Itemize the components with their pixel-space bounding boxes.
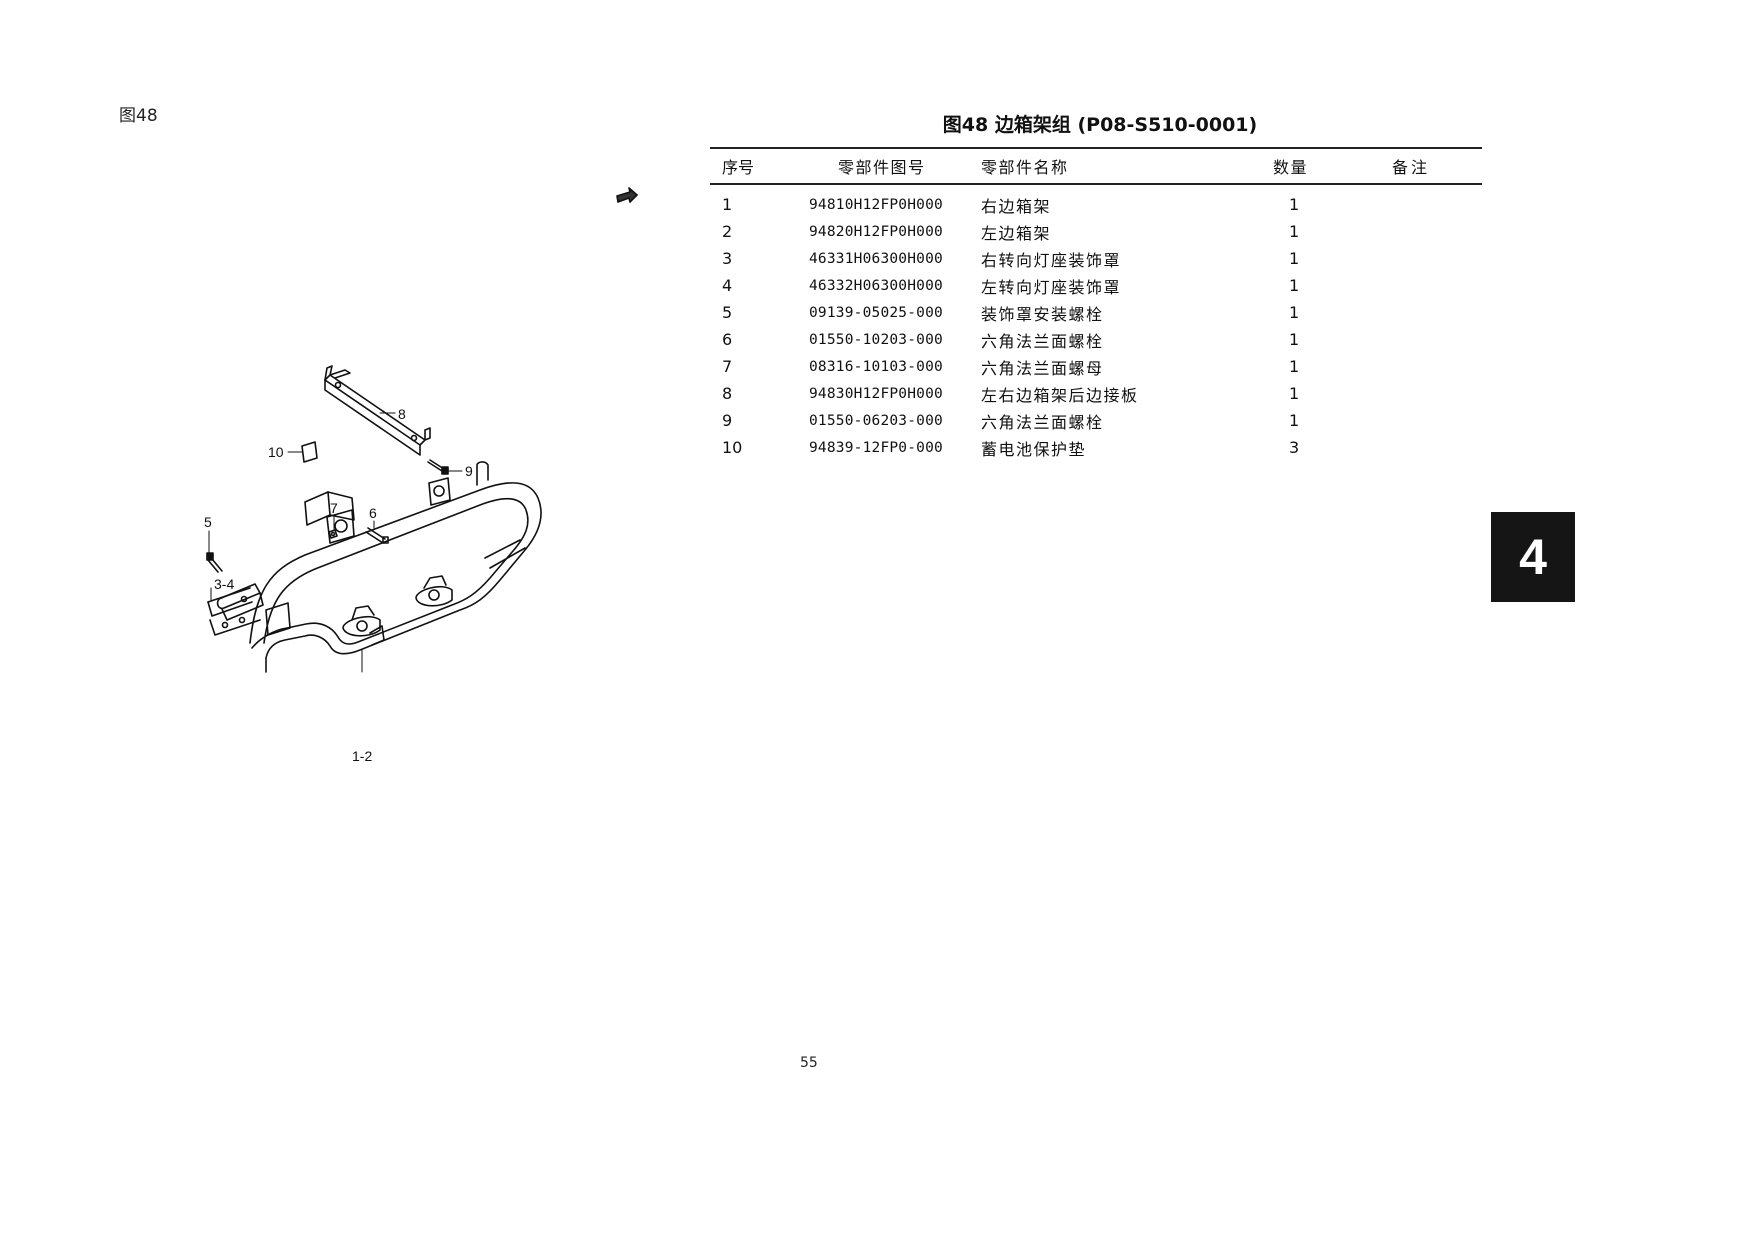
cell-part-name: 左右边箱架后边接板: [981, 385, 1139, 405]
cell-part-name: 右转向灯座装饰罩: [981, 250, 1122, 270]
header-part-number: 零部件图号: [809, 147, 981, 185]
part-3-4-cover: [216, 583, 264, 621]
table-row: 9 01550-06203-000 六角法兰面螺栓 1: [710, 407, 1482, 434]
table-row: 5 09139-05025-000 装饰罩安装螺栓 1: [710, 299, 1482, 326]
cell-part-name: 蓄电池保护垫: [981, 439, 1087, 459]
page-number: 55: [800, 1055, 818, 1071]
cell-remarks: [1392, 184, 1482, 218]
cell-part-name: 左边箱架: [981, 223, 1052, 243]
cell-remarks: [1392, 218, 1482, 245]
front-direction-arrow-icon: [616, 187, 638, 203]
table-row: 1 94810H12FP0H000 右边箱架 1: [710, 184, 1482, 218]
cell-remarks: [1392, 272, 1482, 299]
cell-part-number: 08316-10103-000: [809, 358, 943, 375]
cell-quantity: 1: [1289, 330, 1300, 349]
exploded-diagram: 8 10 9 5 7 6 3-4 1-2: [204, 187, 638, 764]
parts-table: 序号 零部件图号 零部件名称 数量 备注 1 94810H12FP0H000 右…: [710, 147, 1482, 461]
cell-quantity: 1: [1289, 195, 1300, 214]
part-6-bolt: [365, 527, 389, 544]
cell-part-number: 46331H06300H000: [809, 250, 943, 267]
table-row: 3 46331H06300H000 右转向灯座装饰罩 1: [710, 245, 1482, 272]
cell-quantity: 1: [1289, 411, 1300, 430]
cell-quantity: 1: [1289, 249, 1300, 268]
cell-quantity: 1: [1289, 357, 1300, 376]
part-1-2-frame: [207, 461, 542, 673]
cell-part-number: 01550-10203-000: [809, 331, 943, 348]
cell-part-number: 94830H12FP0H000: [809, 385, 943, 402]
table-row: 6 01550-10203-000 六角法兰面螺栓 1: [710, 326, 1482, 353]
part-9-bolt: [427, 459, 449, 475]
cell-remarks: [1392, 353, 1482, 380]
header-part-name: 零部件名称: [981, 147, 1273, 185]
table-row: 10 94839-12FP0-000 蓄电池保护垫 3: [710, 434, 1482, 461]
table-row: 7 08316-10103-000 六角法兰面螺母 1: [710, 353, 1482, 380]
cell-remarks: [1392, 326, 1482, 353]
cell-part-number: 09139-05025-000: [809, 304, 943, 321]
callout-5: 5: [204, 514, 212, 530]
callout-1-2: 1-2: [352, 748, 372, 764]
cell-no: 3: [722, 249, 733, 268]
cell-part-number: 94839-12FP0-000: [809, 439, 943, 456]
cell-no: 4: [722, 276, 733, 295]
cell-quantity: 1: [1289, 276, 1300, 295]
callout-3-4: 3-4: [214, 576, 234, 592]
cell-remarks: [1392, 245, 1482, 272]
cell-part-number: 94810H12FP0H000: [809, 196, 943, 213]
header-no: 序号: [710, 147, 809, 185]
cell-remarks: [1392, 434, 1482, 461]
callout-9: 9: [465, 463, 473, 479]
cell-no: 10: [722, 438, 743, 457]
cell-part-number: 46332H06300H000: [809, 277, 943, 294]
cell-no: 2: [722, 222, 733, 241]
cell-part-name: 六角法兰面螺栓: [981, 331, 1104, 351]
table-title: 图48 边箱架组 (P08-S510-0001): [942, 114, 1258, 136]
callout-10: 10: [268, 444, 284, 460]
header-quantity: 数量: [1273, 147, 1392, 185]
cell-part-name: 装饰罩安装螺栓: [981, 304, 1104, 324]
cell-part-number: 94820H12FP0H000: [809, 223, 943, 240]
table-row: 8 94830H12FP0H000 左右边箱架后边接板 1: [710, 380, 1482, 407]
section-tab: 4: [1491, 512, 1575, 602]
cell-no: 7: [722, 357, 733, 376]
cell-part-name: 六角法兰面螺母: [981, 358, 1104, 378]
part-8-rear-plate: [324, 365, 431, 456]
figure-label: 图48: [119, 106, 158, 126]
cell-quantity: 1: [1289, 384, 1300, 403]
cell-quantity: 1: [1289, 303, 1300, 322]
cell-quantity: 1: [1289, 222, 1300, 241]
part-5-bolt: [206, 552, 223, 573]
cell-no: 1: [722, 195, 733, 214]
part-7-nut: [328, 529, 338, 539]
cell-no: 9: [722, 411, 733, 430]
part-10-pad: [301, 441, 318, 463]
callout-8: 8: [398, 406, 406, 422]
cell-no: 5: [722, 303, 733, 322]
cell-part-name: 六角法兰面螺栓: [981, 412, 1104, 432]
table-header-row: 序号 零部件图号 零部件名称 数量 备注: [710, 147, 1482, 185]
table-row: 2 94820H12FP0H000 左边箱架 1: [710, 218, 1482, 245]
cell-no: 8: [722, 384, 733, 403]
cell-part-number: 01550-06203-000: [809, 412, 943, 429]
leader-lines: [208, 412, 463, 673]
cell-part-name: 左转向灯座装饰罩: [981, 277, 1122, 297]
cell-part-name: 右边箱架: [981, 196, 1052, 216]
cell-remarks: [1392, 380, 1482, 407]
table-row: 4 46332H06300H000 左转向灯座装饰罩 1: [710, 272, 1482, 299]
cell-no: 6: [722, 330, 733, 349]
callout-7: 7: [330, 500, 338, 516]
cell-remarks: [1392, 299, 1482, 326]
callout-6: 6: [369, 505, 377, 521]
cell-remarks: [1392, 407, 1482, 434]
cell-quantity: 3: [1289, 438, 1300, 457]
header-remarks: 备注: [1392, 147, 1482, 185]
